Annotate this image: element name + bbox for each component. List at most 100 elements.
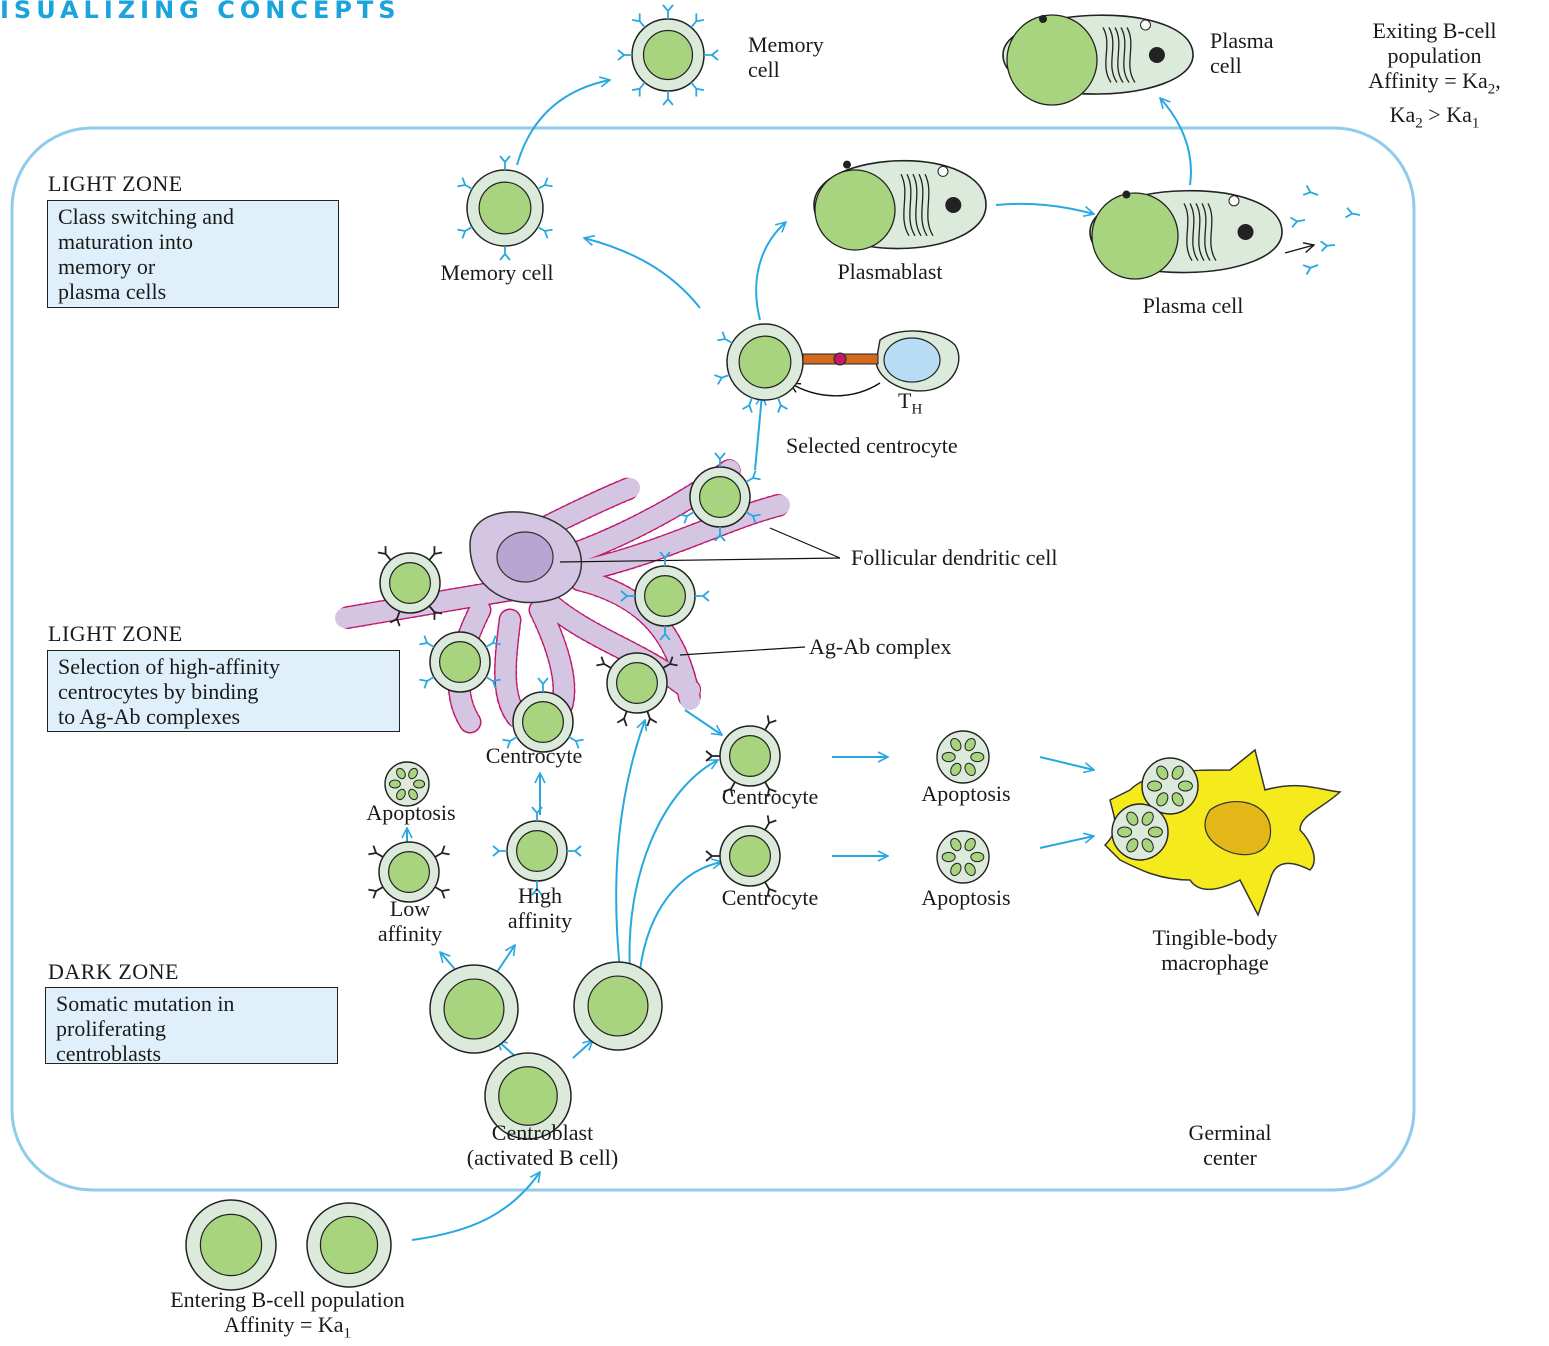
centroblast-right <box>573 961 663 1051</box>
zone-title-light-top: LIGHT ZONE <box>48 171 183 196</box>
low-affinity-cell <box>368 841 450 903</box>
label-ag-ab-complex: Ag-Ab complex <box>809 634 952 659</box>
label-centrocyte-right-1: Centrocyte <box>721 784 819 809</box>
fdc-nucleus <box>496 531 554 583</box>
antibody-icon <box>502 736 518 749</box>
antibody-icon <box>499 155 511 170</box>
antibody-icon <box>537 177 553 190</box>
antibody-icon <box>620 590 635 602</box>
arrow-plasma-to-plasma-top <box>1160 98 1192 186</box>
zone-box-light-mid: Selection of high-affinity centrocytes b… <box>47 650 400 732</box>
antibody-icon <box>662 656 678 669</box>
centrocyte-right-2 <box>705 815 781 897</box>
antibody-icon <box>714 374 730 385</box>
antibody-icon <box>531 806 543 821</box>
label-line: cell <box>748 57 780 82</box>
label-th: TH <box>898 388 922 422</box>
affinity-sub: 1 <box>343 1325 352 1342</box>
antibody-icon <box>567 845 582 857</box>
antibody-icon <box>531 881 543 896</box>
antibody-icon <box>568 736 584 749</box>
fdc-bound-centrocyte-4 <box>419 631 501 693</box>
arrow-to-high-affinity <box>494 945 515 976</box>
granule-icon <box>945 197 962 213</box>
th-sub: H <box>911 401 923 418</box>
arrow-secretion <box>1284 245 1314 254</box>
label-line: Plasma <box>1210 28 1274 53</box>
label-line: Memory <box>748 32 824 57</box>
antibody-icon <box>723 781 736 797</box>
high-affinity-cell <box>492 806 582 896</box>
antibody-icon <box>742 397 753 413</box>
affinity-sub: 2 <box>1487 81 1496 98</box>
label-entering-affinity: Affinity = Ka1 <box>100 1312 475 1346</box>
label-line: High <box>518 883 562 908</box>
antibody-icon <box>428 546 443 561</box>
antibody-icon <box>704 49 719 61</box>
label-plasma-cell: Plasma cell <box>1142 293 1244 318</box>
label-memory-cell: Memory cell <box>440 260 554 285</box>
antibody-icon <box>714 527 726 542</box>
zone-title-dark: DARK ZONE <box>48 959 179 984</box>
arrow-fdc-to-selected <box>754 395 762 471</box>
label-germinal-center: Germinal center <box>1150 1120 1310 1170</box>
arrow-apoptosis-macrophage-2 <box>1039 836 1094 849</box>
cells <box>185 4 1199 1291</box>
antibody-icon <box>714 452 726 467</box>
antibody-icon <box>631 81 646 97</box>
label-plasma-cell-top: Plasma cell <box>1210 28 1274 78</box>
antibody-icon <box>1302 185 1319 196</box>
antibody-icon <box>695 590 710 602</box>
antibody-icon <box>745 511 761 524</box>
antibody-icon <box>705 750 720 762</box>
antibody-icon <box>764 781 777 797</box>
label-line: (activated B cell) <box>466 1145 619 1170</box>
selected-centrocyte-cell <box>714 323 804 413</box>
relation-b-sub: 1 <box>1471 115 1480 132</box>
antibody-icon <box>434 845 450 858</box>
zone-title-light-mid: LIGHT ZONE <box>48 621 183 646</box>
label-centrocyte-left: Centrocyte <box>485 743 583 768</box>
arrow-fan-2 <box>628 759 718 971</box>
zone-line: proliferating <box>56 1016 166 1041</box>
zone-line: memory or <box>58 254 156 279</box>
centrocyte-left <box>502 677 584 753</box>
label-apoptosis-left: Apoptosis <box>366 800 456 825</box>
arrow-centroblast-to-right <box>572 1040 593 1059</box>
arrow-fan-3 <box>639 862 722 971</box>
antibody-icon <box>705 850 720 862</box>
antibody-icon <box>457 226 473 239</box>
zone-line: to Ag-Ab complexes <box>58 704 241 729</box>
arrow-fan-1 <box>615 720 645 971</box>
antibody-icon <box>662 4 674 19</box>
antibody-icon <box>485 635 501 648</box>
secreted-antibodies <box>1289 185 1361 275</box>
entering-b-cell-1 <box>185 1199 277 1291</box>
zone-line: maturation into <box>58 229 194 254</box>
arrow-th-interaction <box>790 383 881 397</box>
label-line: macrophage <box>1161 950 1269 975</box>
antibody-icon <box>662 91 674 106</box>
antibody-icon <box>428 605 443 620</box>
engulfed-apoptotic-cell-1 <box>1141 757 1199 815</box>
antibody-icon <box>419 635 435 648</box>
antibody-icon <box>646 710 658 727</box>
antibody-icon <box>690 81 705 97</box>
comma: , <box>1495 68 1501 93</box>
label-exiting-relation: Ka2 > Ka1 <box>1332 102 1537 136</box>
relation-a-sub: 2 <box>1415 115 1423 132</box>
antibody-icon <box>690 13 705 29</box>
label-centroblast: Centroblast (activated B cell) <box>420 1120 665 1170</box>
endoplasmic-reticulum-icon <box>1183 203 1217 261</box>
zone-line: Selection of high-affinity <box>58 654 280 679</box>
label-line: center <box>1203 1145 1257 1170</box>
zone-line: centroblasts <box>56 1041 162 1066</box>
affinity-text: Affinity = Ka <box>223 1312 344 1337</box>
antibody-icon <box>764 715 777 731</box>
label-line: affinity <box>377 921 443 946</box>
apoptotic-cell-left <box>384 761 430 807</box>
relation-op: > Ka <box>1422 102 1472 128</box>
zone-line: plasma cells <box>58 279 167 304</box>
fdc-bound-centrocyte-1 <box>679 452 761 542</box>
